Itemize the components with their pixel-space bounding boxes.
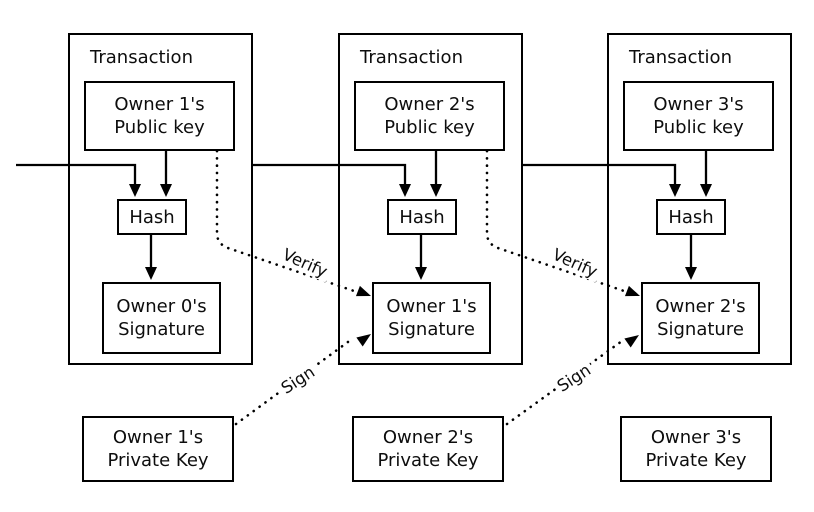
hash-label: Hash <box>399 206 445 228</box>
transaction-title: Transaction <box>360 47 463 68</box>
public-key-owner: Owner 2's <box>384 94 475 115</box>
transaction-box-1: Transaction Owner 1's Public key Hash Ow… <box>68 33 253 365</box>
hash-label: Hash <box>668 206 714 228</box>
transaction-title: Transaction <box>629 47 732 68</box>
hash-box-2: Hash <box>387 199 457 235</box>
private-key-label: Private Key <box>645 450 747 471</box>
verify-dotted-arrows <box>215 149 626 293</box>
public-key-box-2: Owner 2's Public key <box>354 81 505 151</box>
chain-line <box>16 163 677 185</box>
hash-box-3: Hash <box>656 199 726 235</box>
hash-label: Hash <box>129 206 175 228</box>
signature-owner: Owner 0's <box>116 296 207 317</box>
private-key-owner: Owner 1's <box>112 427 204 448</box>
hash-box-1: Hash <box>117 199 187 235</box>
verify-dotted-arrow-2 <box>485 149 626 293</box>
sign-dotted-arrow-2 <box>505 339 624 426</box>
private-key-label: Private Key <box>377 450 479 471</box>
transaction-box-2: Transaction Owner 2's Public key Hash Ow… <box>338 33 523 365</box>
private-key-box-1: Owner 1's Private Key <box>82 416 234 482</box>
signature-label: Signature <box>118 319 205 340</box>
signature-box-1: Owner 0's Signature <box>102 282 221 354</box>
pubkey-to-hash-lines <box>164 149 708 185</box>
dotted-arrowheads <box>355 285 640 348</box>
private-key-owner: Owner 2's <box>382 427 474 448</box>
public-key-label: Public key <box>384 117 475 138</box>
solid-arrowheads <box>129 184 712 280</box>
private-key-label: Private Key <box>107 450 209 471</box>
signature-owner: Owner 1's <box>386 296 477 317</box>
signature-box-3: Owner 2's Signature <box>641 282 760 354</box>
public-key-label: Public key <box>114 117 205 138</box>
private-key-owner: Owner 3's <box>650 427 742 448</box>
private-key-box-3: Owner 3's Private Key <box>620 416 772 482</box>
signature-label: Signature <box>657 319 744 340</box>
signature-label: Signature <box>388 319 475 340</box>
public-key-box-1: Owner 1's Public key <box>84 81 235 151</box>
public-key-owner: Owner 1's <box>114 94 205 115</box>
verify-dotted-arrow-1 <box>215 149 356 293</box>
transaction-title: Transaction <box>90 47 193 68</box>
transaction-box-3: Transaction Owner 3's Public key Hash Ow… <box>607 33 792 365</box>
hash-to-signature-lines <box>149 233 693 268</box>
public-key-owner: Owner 3's <box>653 94 744 115</box>
private-key-box-2: Owner 2's Private Key <box>352 416 504 482</box>
signature-box-2: Owner 1's Signature <box>372 282 491 354</box>
signature-owner: Owner 2's <box>655 296 746 317</box>
public-key-box-3: Owner 3's Public key <box>623 81 774 151</box>
public-key-label: Public key <box>653 117 744 138</box>
